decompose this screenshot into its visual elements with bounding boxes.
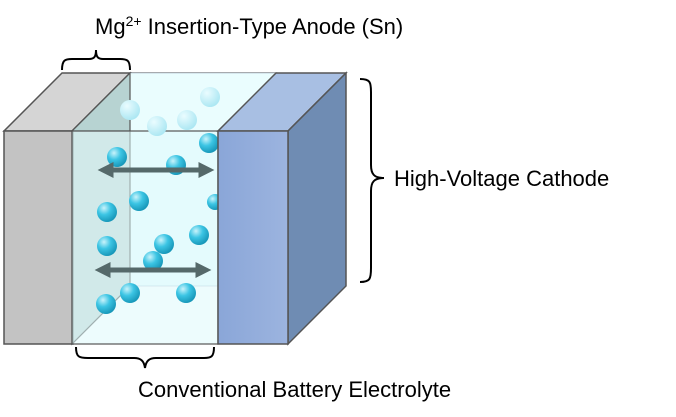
anode-label-superscript: 2+ [126, 13, 142, 29]
curly-brace-icon [75, 346, 215, 369]
cathode-front-face [217, 130, 289, 345]
sphere-icon [120, 100, 140, 120]
sphere-icon [97, 236, 117, 256]
ions [96, 133, 223, 314]
anode-slab [2, 72, 132, 345]
sphere-icon [177, 110, 197, 130]
anode-label: Mg2+ Insertion-Type Anode (Sn) [95, 13, 403, 39]
ion-flow-arrows [94, 161, 215, 279]
sphere-icon [176, 283, 196, 303]
sphere-icon [147, 116, 167, 136]
cathode-label: High-Voltage Cathode [394, 166, 609, 191]
sphere-icon [200, 87, 220, 107]
anode-label-suffix: Insertion-Type Anode (Sn) [142, 14, 404, 39]
sphere-icon [107, 147, 127, 167]
electrolyte-label: Conventional Battery Electrolyte [138, 377, 451, 402]
curly-brace-icon [359, 78, 385, 283]
anode-front-face [3, 130, 74, 345]
sphere-icon [189, 225, 209, 245]
cathode-slab [216, 71, 348, 346]
sphere-icon [154, 234, 174, 254]
sphere-icon [199, 133, 219, 153]
sphere-icon [96, 294, 116, 314]
anode-label-prefix: Mg [95, 14, 126, 39]
sphere-icon [120, 283, 140, 303]
sphere-icon [97, 202, 117, 222]
curly-brace-icon [61, 49, 131, 71]
ions-faint [120, 87, 220, 136]
sphere-icon [129, 191, 149, 211]
